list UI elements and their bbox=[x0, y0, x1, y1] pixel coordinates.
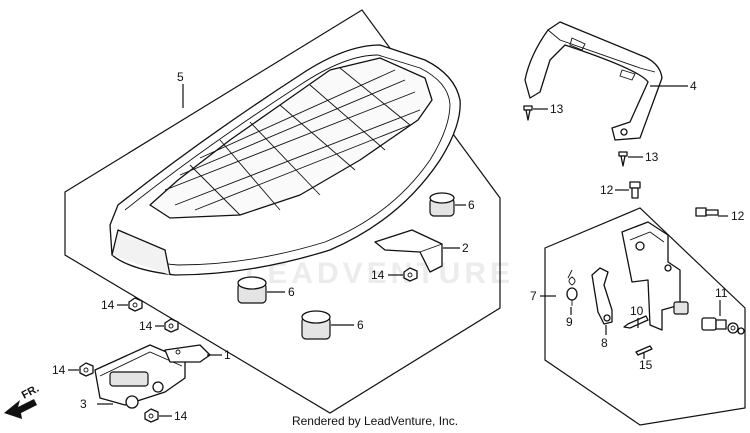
rear-grip-bracket[interactable] bbox=[524, 21, 663, 141]
nut-14-upper-left[interactable] bbox=[128, 297, 143, 312]
callout-6a: 6 bbox=[468, 198, 475, 212]
callout-6b: 6 bbox=[288, 285, 295, 299]
seat-bracket-2[interactable] bbox=[374, 229, 443, 273]
callout-6c: 6 bbox=[357, 318, 364, 332]
callout-13a: 13 bbox=[550, 102, 564, 116]
pin-10[interactable] bbox=[623, 315, 649, 329]
seat[interactable] bbox=[109, 44, 461, 276]
callout-7: 7 bbox=[530, 289, 537, 303]
callout-14a: 14 bbox=[371, 268, 385, 282]
callout-13b: 13 bbox=[645, 150, 659, 164]
callout-3: 3 bbox=[80, 397, 87, 411]
screw-13-lower[interactable] bbox=[618, 151, 628, 167]
callout-1: 1 bbox=[224, 348, 231, 362]
callout-10: 10 bbox=[630, 304, 644, 318]
callout-4: 4 bbox=[690, 79, 697, 93]
cushion-6-middle[interactable] bbox=[237, 276, 267, 304]
nut-14-hinge-left[interactable] bbox=[79, 362, 94, 377]
watermark: LEADVENTURE bbox=[245, 257, 514, 290]
cushion-6-upper[interactable] bbox=[429, 192, 455, 217]
callout-14d: 14 bbox=[52, 363, 66, 377]
callout-11: 11 bbox=[715, 286, 728, 300]
nut-14-bracket[interactable] bbox=[403, 267, 418, 282]
callout-8: 8 bbox=[601, 336, 608, 350]
latch-plate-1[interactable] bbox=[164, 344, 211, 363]
latch-arm-8[interactable] bbox=[591, 267, 613, 325]
lock-bracket[interactable] bbox=[621, 221, 689, 331]
bolt-11[interactable] bbox=[701, 317, 745, 335]
nut-14-hinge-bottom[interactable] bbox=[144, 408, 159, 423]
seat-hinge-3[interactable] bbox=[94, 344, 186, 409]
spring-9[interactable] bbox=[566, 269, 578, 306]
callout-9: 9 bbox=[566, 315, 573, 329]
callout-5: 5 bbox=[177, 70, 184, 84]
callout-15: 15 bbox=[639, 358, 653, 372]
cotter-pin-15[interactable] bbox=[635, 345, 653, 356]
seat-assembly-frame bbox=[64, 9, 501, 414]
callout-2: 2 bbox=[462, 241, 469, 255]
callout-14e: 14 bbox=[174, 409, 188, 423]
bracket-assembly-frame bbox=[544, 207, 746, 426]
front-arrow-label: FR. bbox=[20, 383, 41, 402]
callout-12b: 12 bbox=[731, 209, 745, 223]
nut-14-middle-left[interactable] bbox=[164, 318, 179, 333]
bolt-12-left[interactable] bbox=[629, 181, 641, 199]
callout-14b: 14 bbox=[101, 298, 115, 312]
screw-13-upper[interactable] bbox=[523, 105, 533, 121]
callout-14c: 14 bbox=[139, 319, 153, 333]
render-credit: Rendered by LeadVenture, Inc. bbox=[291, 414, 459, 428]
cushion-6-lower[interactable] bbox=[301, 310, 331, 340]
bolt-12-right[interactable] bbox=[695, 207, 719, 217]
callout-12a: 12 bbox=[600, 183, 614, 197]
